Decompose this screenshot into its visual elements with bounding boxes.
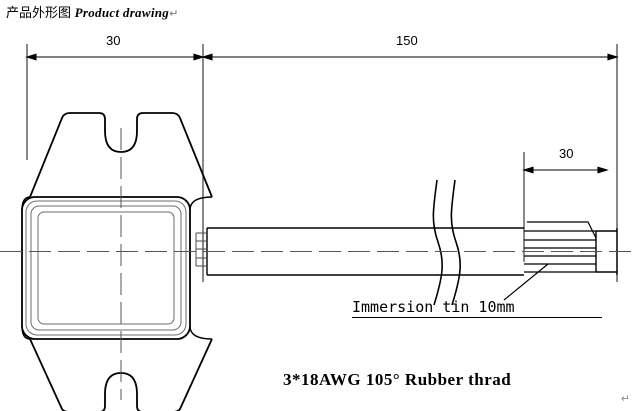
dimension-label-strip-30: 30 bbox=[559, 146, 574, 161]
dimension-line-cable-150 bbox=[201, 53, 619, 61]
dimension-line-strip-30 bbox=[522, 166, 609, 174]
arrowhead-right-30 bbox=[193, 53, 205, 61]
stripped-conductors bbox=[524, 230, 596, 273]
leader-hook-path bbox=[527, 221, 597, 239]
page-title-english: Product drawing bbox=[74, 5, 170, 20]
paragraph-mark: ↵ bbox=[169, 7, 179, 20]
corner-paragraph-mark: ↵ bbox=[620, 392, 630, 405]
immersion-tin-note: Immersion tin 10mm bbox=[352, 298, 515, 316]
arrowhead-left-30 bbox=[25, 53, 37, 61]
plug-top-notch-contour bbox=[29, 112, 213, 198]
fillet-bottom-left bbox=[21, 325, 31, 340]
plug-shell-rects bbox=[21, 196, 191, 340]
cable-gland-lines bbox=[195, 232, 207, 267]
center-lines bbox=[0, 128, 636, 400]
cable-break-lines bbox=[432, 179, 461, 306]
plug-shell-inner-rect-2 bbox=[30, 205, 182, 331]
plug-shell-inner-rect bbox=[25, 200, 187, 336]
dimension-line-body-30 bbox=[25, 53, 205, 61]
break-line-2 bbox=[450, 179, 461, 306]
fillet-top-left bbox=[21, 196, 31, 211]
immersion-tin-leader bbox=[503, 263, 549, 301]
page-title-chinese: 产品外形图 bbox=[6, 6, 72, 21]
fillet-top-right bbox=[189, 196, 213, 211]
arrowhead-right-strip30 bbox=[597, 166, 609, 174]
dimension-label-body-30: 30 bbox=[106, 33, 121, 48]
arrowhead-left-strip30 bbox=[522, 166, 534, 174]
fillet-bottom-right bbox=[189, 325, 213, 340]
leader-segment bbox=[503, 263, 549, 301]
plug-shell-outer-rect bbox=[21, 196, 191, 340]
dimension-extension-lines bbox=[26, 44, 618, 282]
arrowhead-left-150 bbox=[201, 53, 213, 61]
page-title: 产品外形图 Product drawing↵ bbox=[6, 4, 178, 23]
arrowhead-right-150 bbox=[607, 53, 619, 61]
break-line-1 bbox=[432, 179, 443, 306]
conductor-leader-hook bbox=[527, 221, 597, 239]
cable-spec-note: 3*18AWG 105° Rubber thrad bbox=[283, 370, 512, 389]
plug-face-rect bbox=[37, 211, 175, 325]
dimension-label-cable-150: 150 bbox=[396, 33, 418, 48]
plug-corner-fillets bbox=[21, 196, 213, 340]
immersion-tin-note-underline bbox=[352, 317, 602, 318]
